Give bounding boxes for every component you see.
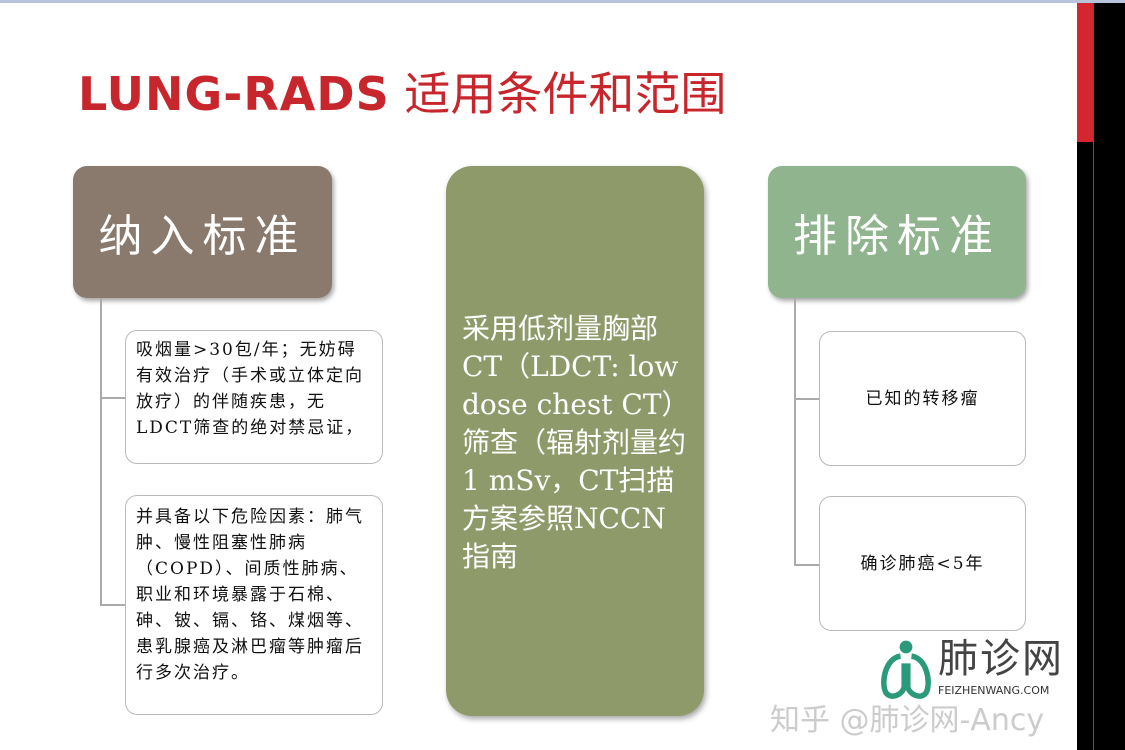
- connector: [100, 298, 102, 604]
- connector: [794, 398, 819, 400]
- lung-logo-icon: [881, 640, 931, 699]
- watermark: 知乎 @肺诊网-Ancy: [770, 703, 1045, 738]
- inclusion-heading: 纳入标准: [73, 166, 332, 298]
- connector: [100, 604, 125, 606]
- title-cn: 适用条件和范围: [404, 67, 727, 121]
- exclusion-item: 确诊肺癌<5年: [819, 496, 1026, 631]
- accent-red-bar: [1077, 3, 1093, 142]
- connector: [794, 298, 796, 564]
- title-en: LUNG-RADS: [78, 67, 390, 121]
- connector: [794, 564, 819, 566]
- logo-en: FEIZHENWANG.COM: [938, 684, 1050, 697]
- divider: [1093, 3, 1094, 750]
- center-panel: 采用低剂量胸部CT（LDCT: low dose chest CT）筛查（辐射剂…: [446, 166, 704, 716]
- connector: [100, 397, 125, 399]
- logo-cn: 肺诊网: [938, 636, 1064, 682]
- exclusion-heading: 排除标准: [768, 166, 1026, 298]
- top-border: [0, 0, 1125, 3]
- slide-title: LUNG-RADS 适用条件和范围: [78, 58, 726, 124]
- inclusion-item: 并具备以下危险因素：肺气肿、慢性阻塞性肺病（COPD）、间质性肺病、职业和环境暴…: [125, 495, 383, 715]
- inclusion-item: 吸烟量>30包/年；无妨碍有效治疗（手术或立体定向放疗）的伴随疾患，无LDCT筛…: [125, 330, 383, 464]
- logo: 肺诊网 FEIZHENWANG.COM: [876, 636, 1076, 700]
- exclusion-item: 已知的转移瘤: [819, 331, 1026, 466]
